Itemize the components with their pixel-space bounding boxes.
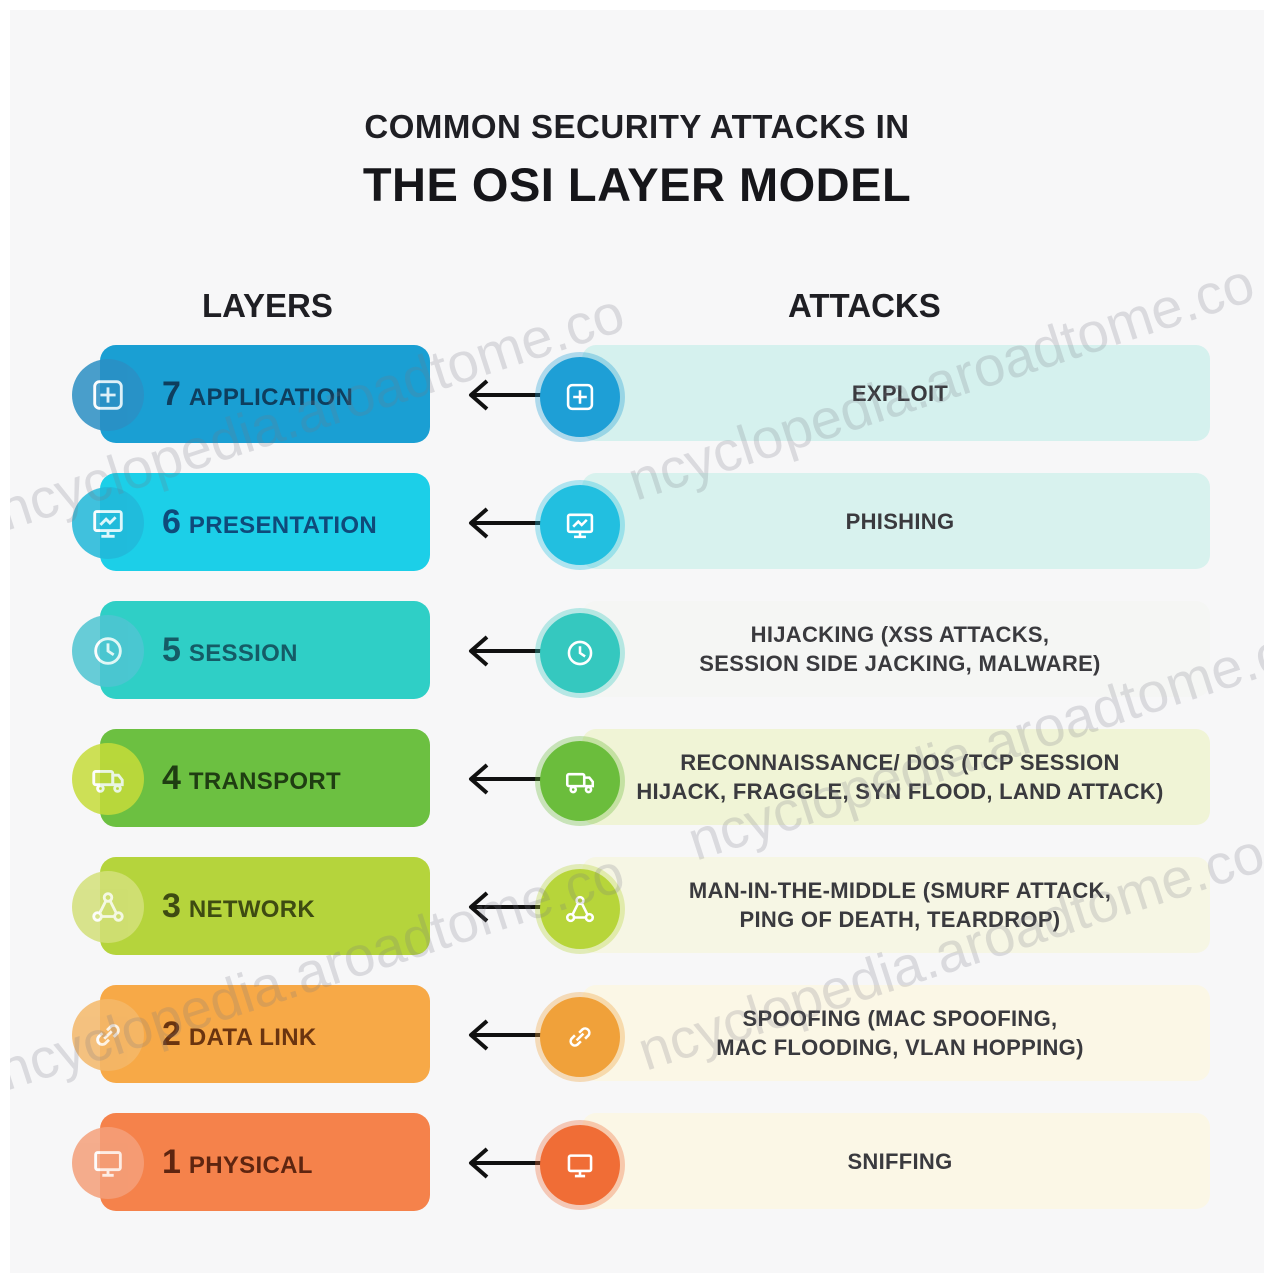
attack-label: SNIFFING [847, 1148, 953, 1174]
layer-row: 2 DATA LINK SPOOFING (MAC SPOOFING, MAC FL… [10, 985, 1264, 1085]
layer-name: DATA LINK [188, 1024, 317, 1051]
layer-label: 7 APPLICATION [162, 375, 353, 415]
attacks-column-heading: ATTACKS [788, 287, 941, 324]
attack-box [582, 601, 1210, 697]
layer-label: 2 DATA LINK [162, 1015, 317, 1055]
layer-row: 4 TRANSPORT RECONNAISSANCE/ DOS (TCP SESSI… [10, 729, 1264, 829]
layer-number: 4 [162, 759, 181, 797]
layer-bar [100, 601, 430, 699]
layer-name: TRANSPORT [188, 768, 341, 795]
attack-label: MAN-IN-THE-MIDDLE (SMURF ATTACK, PING OF… [688, 878, 1112, 932]
layer-row: 3 NETWORK MAN-IN-THE-MIDDLE (SMURF ATTACK,… [10, 857, 1264, 957]
layer-bar [100, 729, 430, 827]
transport-icon [72, 743, 144, 815]
attack-label: SPOOFING (MAC SPOOFING, MAC FLOODING, VL… [716, 1006, 1084, 1060]
attack-data-link-icon [540, 997, 620, 1077]
layer-label: 4 TRANSPORT [162, 759, 341, 799]
layer-number: 5 [162, 631, 181, 669]
layer-bar [100, 345, 430, 443]
attack-label: EXPLOIT [851, 380, 949, 406]
attack-box [582, 1113, 1210, 1209]
attack-transport-icon [540, 741, 620, 821]
layer-row: 5 SESSION HIJACKING (XSS ATTACKS, SESSION … [10, 601, 1264, 701]
left-arrow-icon [465, 887, 545, 927]
app-icon [72, 359, 144, 431]
session-icon [72, 615, 144, 687]
left-arrow-icon [465, 503, 545, 543]
layer-bar [100, 1113, 430, 1211]
attack-box [582, 985, 1210, 1081]
layer-name: NETWORK [188, 896, 316, 923]
attack-presentation-icon [540, 485, 620, 565]
network-icon [72, 871, 144, 943]
attack-physical-icon [540, 1125, 620, 1205]
attack-box [582, 345, 1210, 441]
attack-box [582, 857, 1210, 953]
attack-network-icon [540, 869, 620, 949]
layer-name: APPLICATION [188, 384, 354, 411]
layer-label: 3 NETWORK [162, 887, 315, 927]
left-arrow-icon [465, 759, 545, 799]
infographic-canvas: COMMON SECURITY ATTACKS IN THE OSI LAYER… [10, 10, 1264, 1273]
title-line-2: THE OSI LAYER MODEL [362, 158, 912, 211]
presentation-icon [72, 487, 144, 559]
layer-row: 6 PRESENTATION PHISHING [10, 473, 1264, 573]
left-arrow-icon [465, 631, 545, 671]
layer-bar [100, 857, 430, 955]
attack-box [582, 729, 1210, 825]
layer-row: 7 APPLICATION EXPLOIT [10, 345, 1264, 445]
layer-label: 6 PRESENTATION [162, 503, 377, 543]
attack-label: HIJACKING (XSS ATTACKS, SESSION SIDE JAC… [699, 622, 1101, 676]
left-arrow-icon [465, 1143, 545, 1183]
layer-name: PHYSICAL [188, 1152, 313, 1179]
layer-name: SESSION [188, 640, 298, 667]
layer-row: 1 PHYSICAL SNIFFING [10, 1113, 1264, 1213]
layer-number: 6 [162, 503, 181, 541]
attack-box [582, 473, 1210, 569]
left-arrow-icon [465, 375, 545, 415]
layer-label: 5 SESSION [162, 631, 298, 671]
layer-number: 2 [162, 1015, 181, 1053]
layer-bar [100, 985, 430, 1083]
title-line-1: COMMON SECURITY ATTACKS IN [364, 108, 910, 145]
attack-label: PHISHING [845, 508, 955, 534]
layer-name: PRESENTATION [188, 512, 377, 539]
layer-number: 7 [162, 375, 181, 413]
attack-label: RECONNAISSANCE/ DOS (TCP SESSION HIJACK,… [636, 750, 1164, 804]
attack-session-icon [540, 613, 620, 693]
data-link-icon [72, 999, 144, 1071]
layer-label: 1 PHYSICAL [162, 1143, 313, 1183]
attack-app-icon [540, 357, 620, 437]
layer-number: 1 [162, 1143, 181, 1181]
layer-number: 3 [162, 887, 181, 925]
layers-column-heading: LAYERS [202, 287, 333, 324]
layer-bar [100, 473, 430, 571]
physical-icon [72, 1127, 144, 1199]
left-arrow-icon [465, 1015, 545, 1055]
